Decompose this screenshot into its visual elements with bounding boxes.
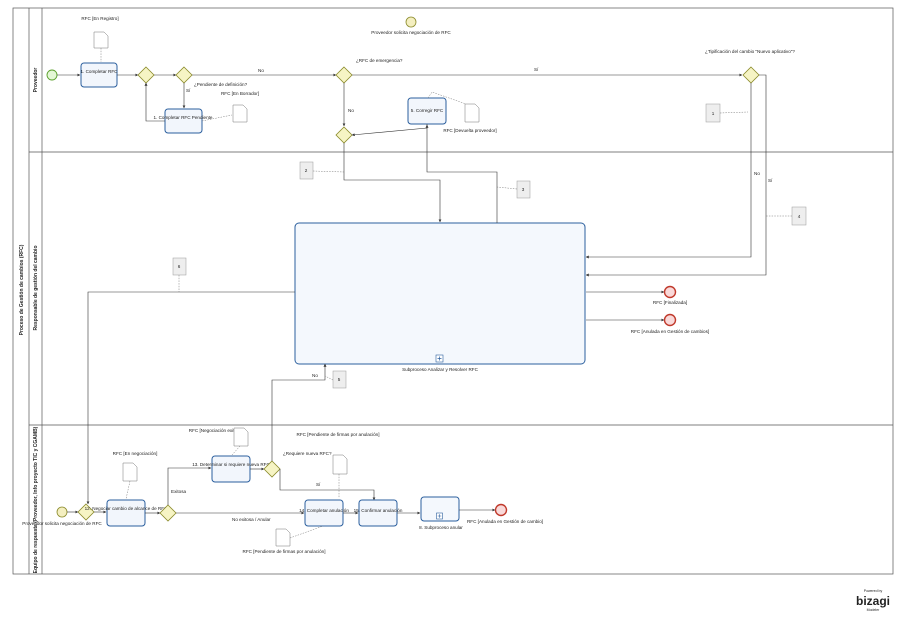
- lane-label-equipo: Equipo de respuesta (Proveedor, Info pro…: [33, 426, 39, 573]
- doc-rfc-registro: RFC [En Registro]: [81, 16, 119, 49]
- task-determinar-nueva-rfc[interactable]: 13. Determinar si requiere nueva RFC: [192, 455, 270, 483]
- gateway-merge-3[interactable]: [77, 503, 95, 521]
- gateway-tipificacion[interactable]: [742, 66, 760, 84]
- flow-label-si-tipif: Sí: [768, 178, 773, 183]
- svg-text:4: 4: [798, 214, 801, 219]
- task-confirmar-anulacion[interactable]: 15. Confirmar anulación: [354, 499, 403, 527]
- svg-text:RFC [En Borrador]: RFC [En Borrador]: [221, 91, 259, 96]
- svg-text:14. Completar anulación: 14. Completar anulación: [299, 508, 349, 513]
- pool-border: [12, 7, 894, 575]
- annotation-1: 1: [705, 103, 721, 123]
- gateway-nueva-rfc[interactable]: [263, 460, 281, 478]
- subprocess-analizar-resolver[interactable]: Subproceso Analizar y Resolver RFC: [294, 222, 586, 372]
- flow-label-no-exitosa: No exitosa / Anular: [232, 517, 271, 522]
- svg-text:RFC [Devuelta proveedor]: RFC [Devuelta proveedor]: [443, 128, 496, 133]
- svg-text:8. Subproceso anular: 8. Subproceso anular: [419, 525, 463, 530]
- bizagi-logo: Powered by bizagi Modeler: [856, 589, 890, 612]
- svg-text:1: 1: [712, 111, 715, 116]
- flow-label-no-vert: No: [348, 108, 354, 113]
- flow-label-exitosa: Exitosa: [171, 489, 187, 494]
- svg-text:Powered by: Powered by: [864, 589, 883, 593]
- svg-text:Proveedor solicita negociación: Proveedor solicita negociación de RFC: [22, 521, 102, 526]
- flow-label-si-nueva: Sí: [316, 482, 321, 487]
- start-event[interactable]: [46, 69, 58, 81]
- svg-text:RFC [Anulada en Gestión de cam: RFC [Anulada en Gestión de cambio]: [467, 519, 543, 524]
- svg-text:6: 6: [178, 264, 181, 269]
- svg-text:RFC [Pendiente de firmas por a: RFC [Pendiente de firmas por anulación]: [243, 549, 326, 554]
- gateway-tipificacion-label: ¿Tipificación del cambio "Nuevo aplicati…: [705, 49, 795, 54]
- svg-text:1. Completar RFC: 1. Completar RFC: [80, 69, 118, 74]
- annotation-5: 6: [172, 257, 187, 276]
- annotation-6: 5: [332, 370, 347, 389]
- message-event-top[interactable]: Proveedor solicita negociación de RFC: [371, 16, 451, 35]
- svg-text:bizagi: bizagi: [856, 594, 890, 608]
- flow-label-no-emerg: No: [258, 68, 264, 73]
- doc-rfc-negociacion: RFC [En negociación]: [113, 451, 158, 482]
- svg-text:RFC [Negociación exitosa]: RFC [Negociación exitosa]: [189, 428, 243, 433]
- svg-text:5: 5: [338, 377, 341, 382]
- gateway-pendiente[interactable]: [175, 66, 193, 84]
- svg-text:RFC [Pendiente de firmas por a: RFC [Pendiente de firmas por anulación]: [297, 432, 380, 437]
- gateway-emergencia[interactable]: [335, 66, 353, 84]
- subprocess-anular[interactable]: 8. Subproceso anular: [419, 496, 463, 530]
- pool-title: Proceso de Gestión de cambios (RFC): [19, 244, 25, 335]
- doc-rfc-borrador: RFC [En Borrador]: [221, 91, 259, 123]
- svg-text:Subproceso Analizar y Resolver: Subproceso Analizar y Resolver RFC: [402, 367, 479, 372]
- end-event-finalizada[interactable]: RFC [Finalizada]: [653, 285, 687, 306]
- end-event-anulada-cambio[interactable]: RFC [Anulada en Gestión de cambio]: [467, 503, 543, 525]
- svg-text:2: 2: [305, 168, 308, 173]
- svg-text:15. Confirmar anulación: 15. Confirmar anulación: [354, 508, 403, 513]
- annotation-3: 3: [516, 180, 531, 199]
- annotation-2: 2: [299, 161, 314, 180]
- lane-label-proveedor: Proveedor: [33, 68, 39, 93]
- gateway-emergencia-label: ¿RFC de emergencia?: [356, 58, 403, 63]
- flow-label-si-emerg: Sí: [534, 67, 539, 72]
- svg-text:Modeler: Modeler: [867, 608, 880, 612]
- svg-text:5. Corregir RFC: 5. Corregir RFC: [411, 108, 444, 113]
- svg-text:3: 3: [522, 187, 525, 192]
- flow-label-no-nueva: No: [312, 373, 318, 378]
- svg-text:1. Completar RFC Pendiente: 1. Completar RFC Pendiente: [154, 115, 213, 120]
- doc-rfc-pendiente-firmas-top: RFC [Pendiente de firmas por anulación]: [297, 432, 380, 475]
- gateway-merge-2[interactable]: [335, 126, 353, 144]
- svg-text:13. Determinar si requiere nue: 13. Determinar si requiere nueva RFC: [192, 462, 270, 467]
- doc-rfc-devuelta: RFC [Devuelta proveedor]: [443, 103, 497, 133]
- flow-label-no-tipif: No: [754, 171, 760, 176]
- svg-text:RFC [En negociación]: RFC [En negociación]: [113, 451, 158, 456]
- svg-text:12. Negociar cambio de alcance: 12. Negociar cambio de alcance de RFC: [85, 506, 168, 511]
- svg-text:Proveedor solicita negociación: Proveedor solicita negociación de RFC: [371, 30, 451, 35]
- gateway-pendiente-label: ¿Pendiente de definición?: [194, 82, 248, 87]
- flow-label-si-pend: Sí: [186, 88, 191, 93]
- task-completar-rfc[interactable]: 1. Completar RFC: [80, 62, 118, 88]
- lane-label-responsable: Responsable de gestión del cambio: [33, 245, 39, 330]
- gateway-nueva-rfc-label: ¿Requiere nueva RFC?: [283, 451, 332, 456]
- annotation-4: 4: [791, 206, 807, 226]
- svg-text:RFC [Anulada en Gestión de cam: RFC [Anulada en Gestión de cambios]: [631, 329, 709, 334]
- gateway-negociacion[interactable]: [159, 504, 177, 522]
- gateway-merge-1[interactable]: [137, 66, 155, 84]
- doc-rfc-pendiente-firmas-bottom: RFC [Pendiente de firmas por anulación]: [243, 528, 326, 554]
- svg-text:RFC [Finalizada]: RFC [Finalizada]: [653, 300, 687, 305]
- svg-text:RFC [En Registro]: RFC [En Registro]: [81, 16, 118, 21]
- doc-rfc-negociacion-exitosa: RFC [Negociación exitosa]: [189, 427, 249, 447]
- task-corregir-rfc[interactable]: 5. Corregir RFC: [407, 97, 447, 125]
- end-event-anulada-gestion[interactable]: RFC [Anulada en Gestión de cambios]: [631, 313, 709, 335]
- task-completar-anulacion[interactable]: 14. Completar anulación: [299, 499, 349, 527]
